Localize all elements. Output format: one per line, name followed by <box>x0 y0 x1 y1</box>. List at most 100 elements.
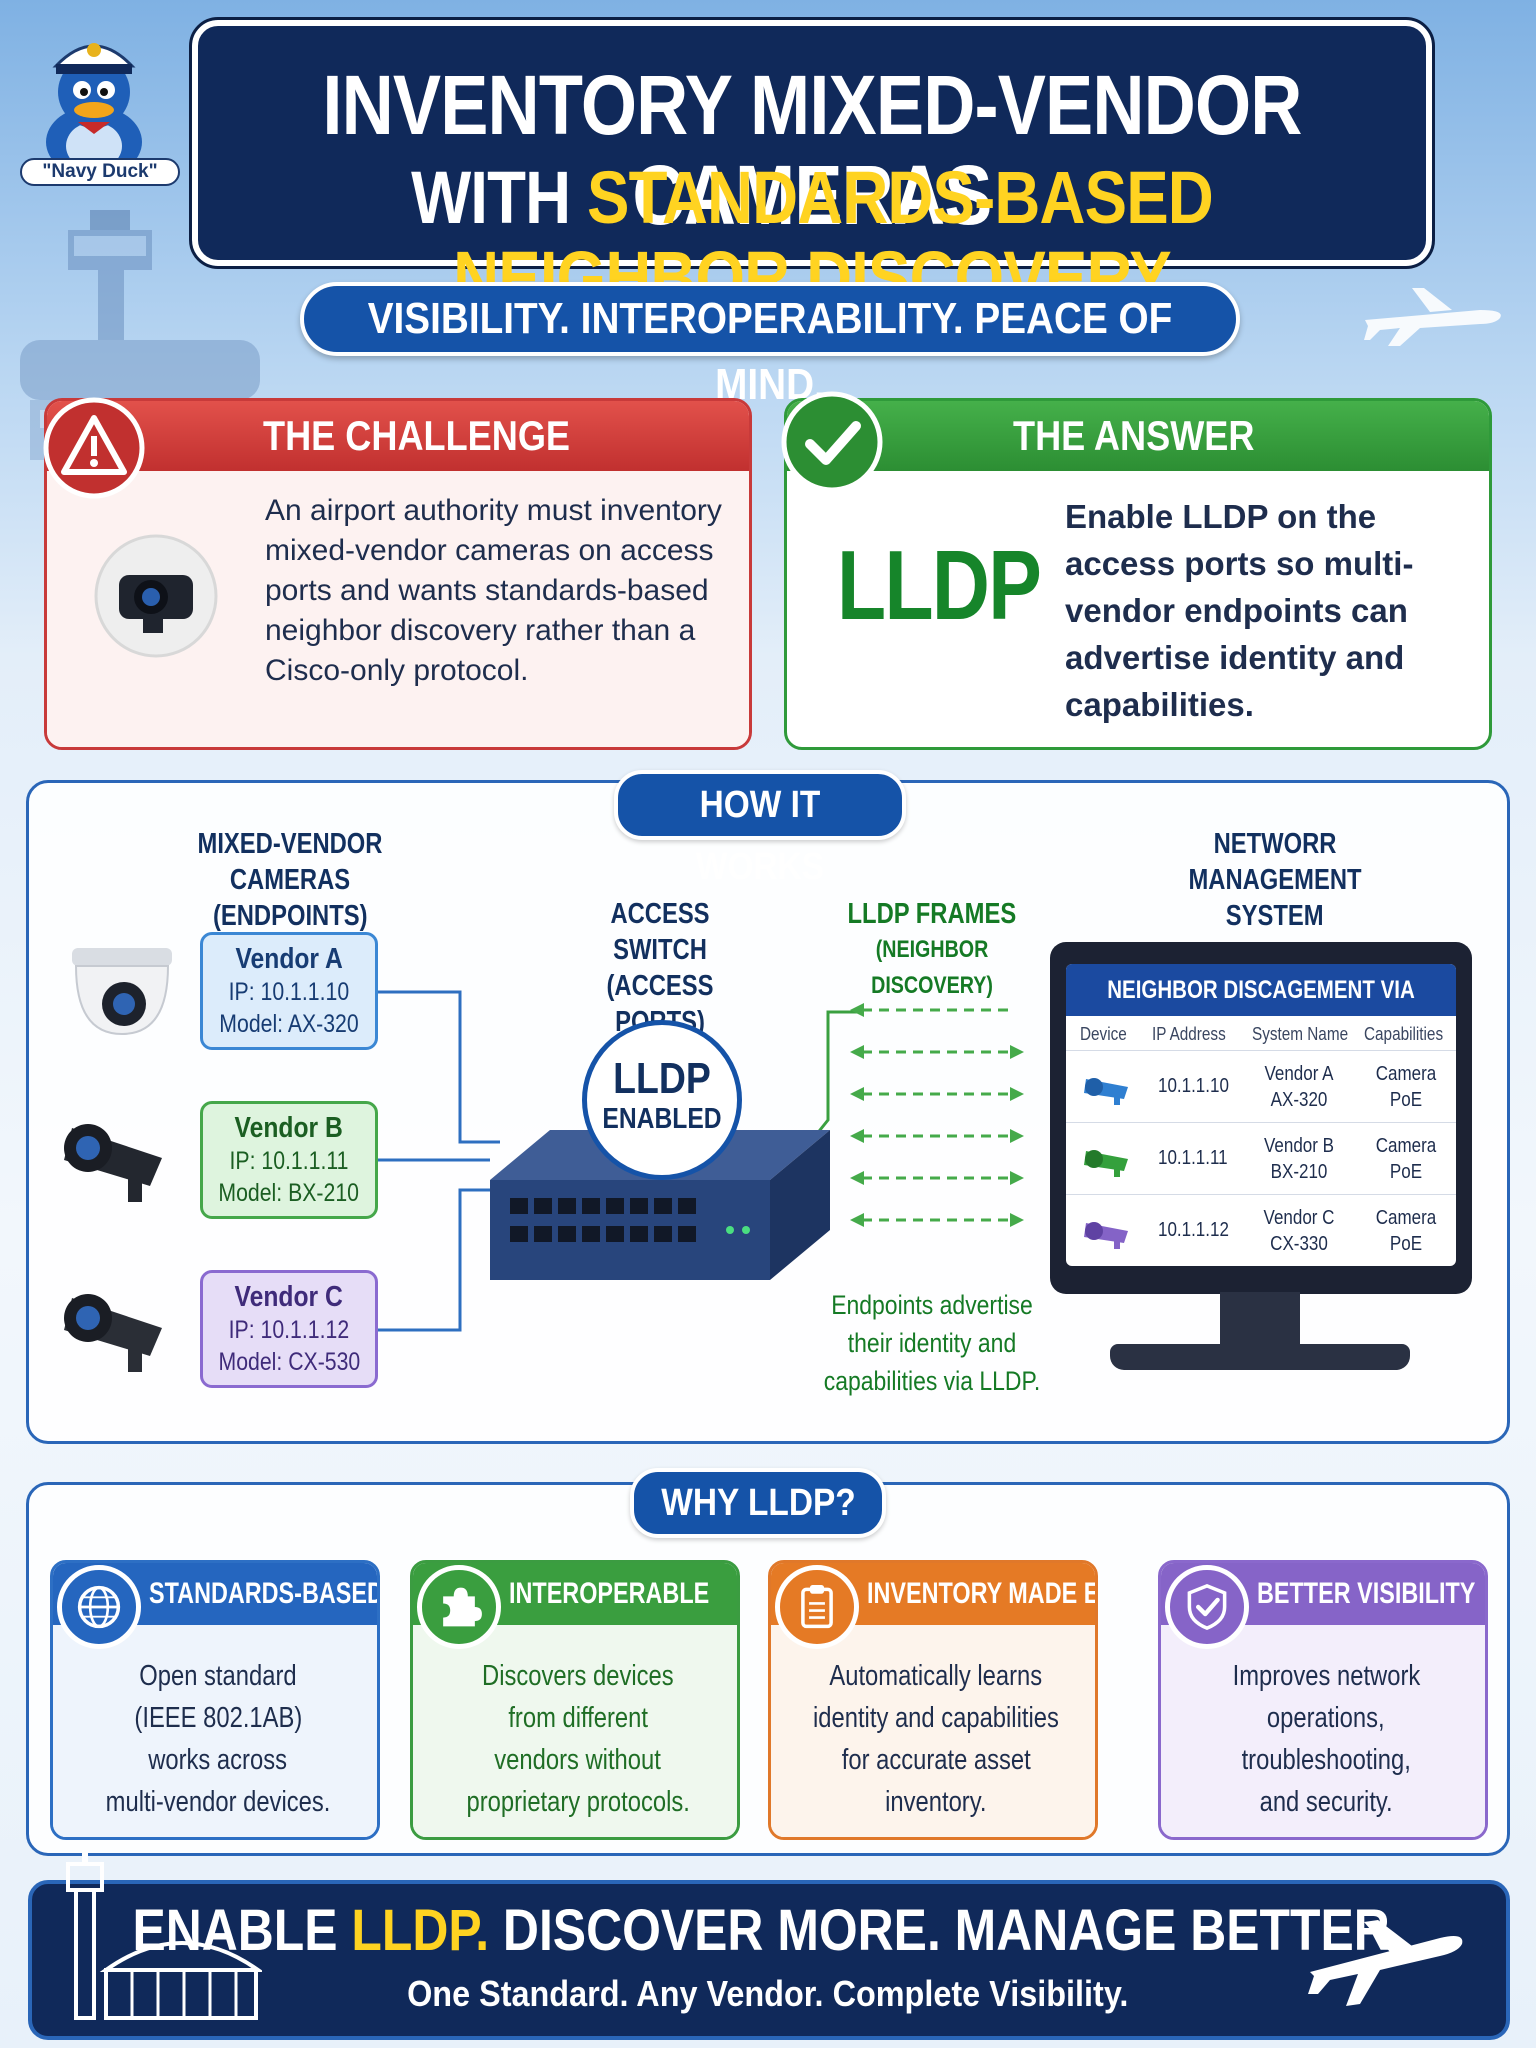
cameras-label-line-1: MIXED-VENDOR CAMERAS <box>197 828 383 896</box>
row-b-cap-line-1: Camera <box>1375 1135 1437 1157</box>
why-lldp-pill: WHY LLDP? <box>630 1468 886 1538</box>
feature-3-title: INVENTORY MADE EASY <box>867 1577 1098 1610</box>
bullet-camera-c-icon <box>64 1294 162 1372</box>
how-it-works-pill: HOW IT WORKS <box>614 770 906 888</box>
monitor-stand-neck <box>1220 1292 1300 1348</box>
feature-card-interoperable: INTEROPERABLE Discovers devices from dif… <box>410 1560 740 1840</box>
airplane-background-icon <box>1364 288 1501 346</box>
answer-text: Enable LLDP on the access ports so multi… <box>1065 498 1414 723</box>
feature-3-text-line-2: identity and capabilities <box>813 1702 1059 1734</box>
column-header-device: Device <box>1080 1024 1127 1044</box>
feature-2-text: Discovers devices from different vendors… <box>423 1655 733 1823</box>
row-b-system-line-1: Vendor B <box>1264 1135 1334 1157</box>
feature-4-text-line-2: operations, <box>1267 1702 1385 1734</box>
screen-title: NEIGHBOR DISCAGEMENT VIA LLDP <box>1107 976 1415 1056</box>
vendor-a-box: Vendor A IP: 10.1.1.10 Model: AX-320 <box>200 932 378 1050</box>
column-header-capabilities: Capabilities <box>1364 1024 1444 1044</box>
vendor-b-box: Vendor B IP: 10.1.1.11 Model: BX-210 <box>200 1101 378 1219</box>
feature-2-text-line-4: proprietary protocols. <box>466 1786 690 1818</box>
row-c-system-line-1: Vendor C <box>1263 1207 1335 1229</box>
feature-1-text-line-1: Open standard <box>139 1660 297 1692</box>
footer-headline-lldp: LLDP. <box>351 1898 490 1963</box>
feature-3-header: INVENTORY MADE EASY <box>771 1563 1095 1625</box>
feature-4-text-line-1: Improves network <box>1232 1660 1420 1692</box>
row-c-system-line-2: CX-330 <box>1270 1233 1328 1255</box>
footer-headline: ENABLE LLDP. DISCOVER MORE. MANAGE BETTE… <box>0 1898 1536 1964</box>
nms-monitor: NEIGHBOR DISCAGEMENT VIA LLDP Device IP … <box>1050 942 1472 1294</box>
answer-card: THE ANSWER LLDP Enable LLDP on the acces… <box>784 398 1492 750</box>
row-c-system: Vendor C CX-330 <box>1252 1205 1346 1257</box>
vendor-a-model: Model: AX-320 <box>219 1010 359 1038</box>
footer-headline-part-3: DISCOVER MORE. MANAGE BETTER. <box>489 1898 1404 1963</box>
feature-card-inventory: INVENTORY MADE EASY Automatically learns… <box>768 1560 1098 1840</box>
warning-icon <box>43 397 145 499</box>
title-line-1: INVENTORY MIXED-VENDOR CAMERAS <box>322 58 1302 242</box>
row-c-ip: 10.1.1.12 <box>1158 1219 1229 1241</box>
challenge-card: THE CHALLENGE An airport authority must … <box>44 398 752 750</box>
column-header-system: System Name <box>1252 1024 1349 1044</box>
footer-subline: One Standard. Any Vendor. Complete Visib… <box>0 1972 1536 2016</box>
feature-2-text-line-2: from different <box>508 1702 648 1734</box>
title-line-2-white: WITH <box>411 156 588 239</box>
answer-lldp-text: LLDP <box>837 530 1042 640</box>
shield-check-icon <box>1165 1565 1249 1649</box>
feature-2-text-line-1: Discovers devices <box>482 1660 674 1692</box>
switch-label: ACCESS SWITCH (ACCESS PORTS) <box>540 896 780 1040</box>
vendor-b-ip: IP: 10.1.1.11 <box>229 1147 349 1175</box>
nms-label-line-1: NETWORR MANAGEMENT <box>1188 828 1362 896</box>
footer-banner <box>28 1880 1510 2040</box>
challenge-header <box>47 401 749 471</box>
footer-subline-text: One Standard. Any Vendor. Complete Visib… <box>407 1973 1129 2014</box>
feature-4-body <box>1161 1625 1485 1837</box>
footer-headline-part-1: ENABLE <box>132 1898 352 1963</box>
advertise-caption: Endpoints advertise their identity and c… <box>792 1286 1072 1400</box>
answer-header <box>787 401 1489 471</box>
feature-1-text: Open standard (IEEE 802.1AB) works acros… <box>63 1655 373 1823</box>
switch-label-line-1: ACCESS SWITCH <box>610 898 710 966</box>
feature-4-text-line-4: and security. <box>1259 1786 1393 1818</box>
cameras-label: MIXED-VENDOR CAMERAS (ENDPOINTS) <box>120 826 460 934</box>
row-b-system: Vendor B BX-210 <box>1252 1133 1346 1185</box>
dome-camera-icon <box>72 948 172 1036</box>
nms-label: NETWORR MANAGEMENT SYSTEM <box>1100 826 1450 934</box>
advertise-text: Endpoints advertise their identity and c… <box>823 1290 1041 1396</box>
nms-screen: NEIGHBOR DISCAGEMENT VIA LLDP Device IP … <box>1066 964 1456 1266</box>
feature-3-body <box>771 1625 1095 1837</box>
row-a-cap-line-2: PoE <box>1389 1089 1423 1111</box>
airplane-icon <box>1308 1920 1463 2006</box>
cameras-label-line-2: (ENDPOINTS) <box>212 900 368 932</box>
vendor-b-model: Model: BX-210 <box>218 1179 360 1207</box>
vendor-a-ip: IP: 10.1.1.10 <box>228 978 350 1006</box>
row-c-cap-line-1: Camera <box>1375 1207 1437 1229</box>
challenge-title: THE CHALLENGE <box>263 412 571 459</box>
tagline-pill: VISIBILITY. INTEROPERABILITY. PEACE OF M… <box>300 282 1240 409</box>
vendor-a-name: Vendor A <box>235 943 343 975</box>
feature-3-text: Automatically learns identity and capabi… <box>781 1655 1091 1823</box>
how-it-works-title: HOW IT WORKS <box>695 784 825 888</box>
feature-4-text: Improves network operations, troubleshoo… <box>1171 1655 1481 1823</box>
row-b-system-line-2: BX-210 <box>1270 1161 1328 1183</box>
feature-1-body <box>53 1625 377 1837</box>
frames-label-line-2: (NEIGHBOR DISCOVERY) <box>871 936 993 999</box>
feature-4-text-line-3: troubleshooting, <box>1241 1744 1411 1776</box>
vendor-c-model: Model: CX-530 <box>218 1348 360 1376</box>
vendor-c-box: Vendor C IP: 10.1.1.12 Model: CX-530 <box>200 1270 378 1388</box>
clipboard-icon <box>775 1565 859 1649</box>
vendor-c-name: Vendor C <box>234 1281 344 1313</box>
lldp-enabled-badge: LLDP ENABLED <box>582 1020 742 1180</box>
lldp-badge-line-2: ENABLED <box>602 1103 722 1135</box>
feature-4-title: BETTER VISIBILITY <box>1257 1577 1476 1610</box>
puzzle-icon <box>417 1565 501 1649</box>
bullet-camera-b-icon <box>64 1124 162 1202</box>
feature-card-standards: STANDARDS-BASED Open standard (IEEE 802.… <box>50 1560 380 1840</box>
header-banner: INVENTORY MIXED-VENDOR CAMERAS WITH STAN… <box>189 17 1435 318</box>
frames-label: LLDP FRAMES (NEIGHBOR DISCOVERY) <box>800 896 1064 1004</box>
row-a-ip: 10.1.1.10 <box>1158 1075 1229 1097</box>
camera-icon <box>94 534 218 658</box>
row-b-cap-line-2: PoE <box>1389 1161 1423 1183</box>
